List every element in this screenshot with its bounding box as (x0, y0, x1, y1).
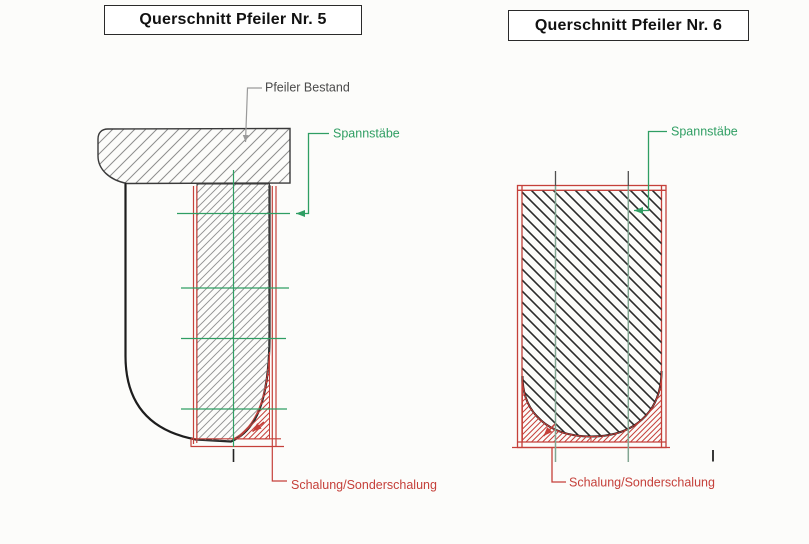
pier5-drawing: Pfeiler Bestand Spannstäbe Schalung/Sond… (97, 81, 437, 492)
pier5-existing-cap (97, 127, 291, 185)
pier6-drawing: Spannstäbe Schalung/Sonderschalung (512, 125, 738, 490)
pier5-label-formwork: Schalung/Sonderschalung (291, 478, 437, 492)
pier5-leader-tension (296, 132, 329, 217)
pier5-tension-rod-lines (177, 170, 290, 447)
pier6-concrete-hatch (522, 190, 662, 437)
pier6-tension-rod-lines (554, 171, 630, 462)
title-box-pier5: Querschnitt Pfeiler Nr. 5 (104, 5, 362, 35)
pier6-leader-formwork (551, 448, 566, 483)
pier5-wedge-arrow (251, 421, 265, 433)
pier5-leader-existing (242, 87, 262, 143)
pier6-sonderschalung-right (590, 370, 662, 443)
title-pier6: Querschnitt Pfeiler Nr. 6 (534, 16, 723, 34)
pier5-label-tension: Spannstäbe (333, 127, 400, 141)
pier5-leader-formwork (271, 446, 287, 482)
pier6-label-formwork: Schalung/Sonderschalung (569, 476, 715, 490)
pier6-corner-arrow (542, 422, 557, 437)
pier6-label-tension: Spannstäbe (671, 125, 738, 139)
pier5-label-existing: Pfeiler Bestand (265, 81, 350, 95)
pier6-leader-tension (634, 130, 667, 214)
title-pier5: Querschnitt Pfeiler Nr. 5 (139, 11, 327, 28)
title-box-pier6: Querschnitt Pfeiler Nr. 6 (508, 10, 749, 41)
